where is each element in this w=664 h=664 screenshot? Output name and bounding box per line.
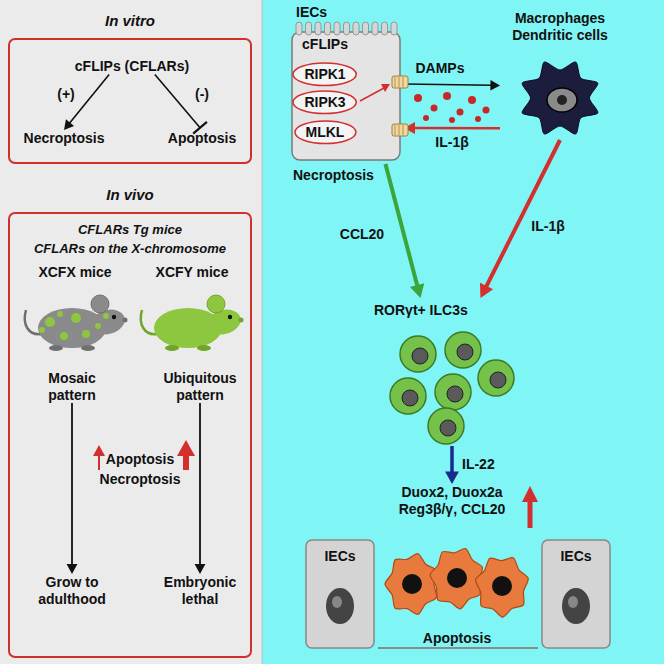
annotation-label: Necroptosis — [100, 471, 181, 488]
panel-box: In vitrocFLIPs (CFLARs)NecroptosisApopto… — [8, 38, 252, 164]
damp-dots — [414, 92, 490, 123]
outcome-label: Necroptosis — [24, 130, 105, 147]
connector — [67, 403, 78, 574]
node-text: CFLARs Tg mice — [8, 222, 252, 237]
protein-ellipse: RIPK3 — [292, 90, 357, 115]
connector — [404, 122, 500, 134]
annotation-label: Necroptosis — [293, 167, 374, 184]
connector — [64, 75, 109, 130]
node-text: IECs — [300, 548, 380, 565]
outcome-label: Apoptosis — [168, 130, 236, 147]
apoptotic-cells: Apoptosis — [382, 538, 532, 650]
connector-label: (+) — [57, 86, 75, 103]
node-text: XCFY mice — [136, 264, 248, 281]
node-text: Grow to adulthood — [26, 574, 118, 607]
node-text: Embryonic lethal — [154, 574, 246, 607]
protein-ellipse: RIPK1 — [292, 62, 357, 87]
node-text: IECs — [296, 4, 327, 21]
connector — [155, 75, 207, 134]
node-text: Ubiquitous pattern — [154, 370, 246, 403]
node-text: cFLIPs — [302, 36, 348, 53]
gene-list: Duox2, Duox2a Reg3β/γ, CCL20 — [387, 484, 517, 517]
node-text: Macrophages Dendritic cells — [500, 10, 620, 43]
connector-label: (-) — [195, 86, 209, 103]
node-text: In vitro — [8, 12, 252, 30]
node-text: Necroptosis — [24, 130, 105, 147]
protein-label: cFLIPs (CFLARs) — [75, 58, 189, 75]
node-text: RIPK1 — [304, 66, 345, 83]
node-text: IECs — [536, 548, 616, 565]
node-text: MLKL — [306, 124, 345, 141]
panel-box: In vivoCFLARs Tg miceCFLARs on the X-chr… — [8, 212, 252, 658]
left-panel — [0, 0, 262, 664]
pattern-label: Mosaic pattern — [32, 370, 112, 403]
immune-cell: Macrophages Dendritic cells — [500, 10, 620, 140]
node-text: Duox2, Duox2a Reg3β/γ, CCL20 — [387, 484, 517, 517]
epithelial-cell: IECs — [300, 540, 380, 648]
connector — [195, 403, 206, 574]
panel-divider — [262, 0, 263, 664]
node-text: XCFX mice — [20, 264, 130, 281]
annotation-label: Apoptosis — [106, 451, 174, 468]
connector — [445, 446, 459, 484]
protein-label: cFLIPs — [302, 36, 348, 53]
connector-label: IL-1β — [435, 134, 468, 151]
node-text: CFLARs on the X-chromosome — [8, 241, 252, 256]
pattern-label: Ubiquitous pattern — [154, 370, 246, 403]
illustration — [368, 298, 518, 446]
basal-membrane — [378, 647, 538, 649]
connector-label: CCL20 — [340, 226, 384, 243]
epithelial-cell: IECs — [536, 540, 616, 648]
outcome-label: Embryonic lethal — [154, 574, 246, 607]
connector-label: IL-22 — [462, 456, 495, 473]
node-text: Apoptosis — [382, 630, 532, 647]
node-text: In vivo — [8, 186, 252, 204]
right-panel — [262, 0, 664, 664]
connector-label: DAMPs — [415, 60, 464, 77]
protein-ellipse: MLKL — [294, 120, 357, 145]
mouse-figure: XCFX mice — [20, 264, 130, 364]
ilc3-cells: RORγt+ ILC3s — [368, 298, 518, 446]
outcome-label: Grow to adulthood — [26, 574, 118, 607]
node-text: RORγt+ ILC3s — [374, 302, 468, 319]
node-text: Apoptosis — [168, 130, 236, 147]
connector — [404, 80, 500, 91]
mouse-figure: XCFY mice — [136, 264, 248, 364]
epithelial-cell: IECs cFLIPsRIPK1RIPK3MLKL — [288, 4, 404, 164]
increase-arrows — [93, 440, 538, 528]
node-text: RIPK3 — [304, 94, 345, 111]
node-text: Mosaic pattern — [32, 370, 112, 403]
connector-label: IL-1β — [531, 218, 564, 235]
node-text: cFLIPs (CFLARs) — [75, 58, 189, 75]
connector — [385, 164, 424, 298]
